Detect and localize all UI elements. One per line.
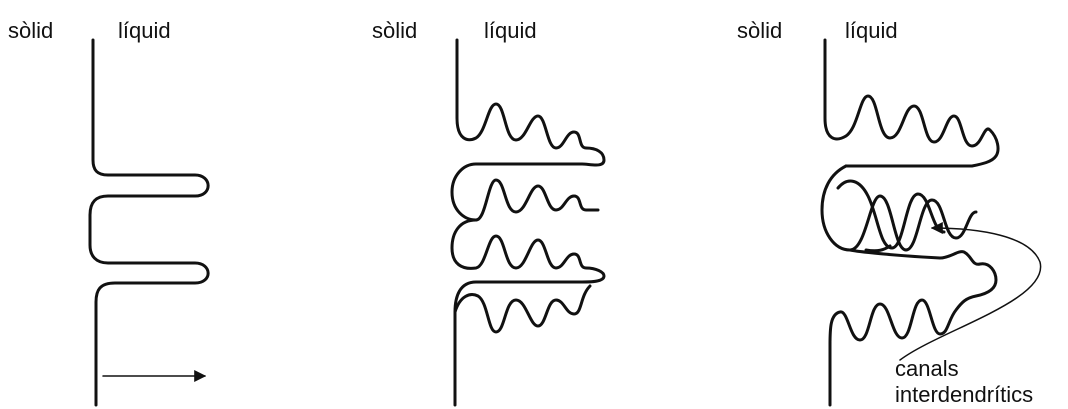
panel-2: sòlid líquid xyxy=(372,18,606,407)
panel-1-solid-label: sòlid xyxy=(8,18,53,43)
panel-2-solid-label: sòlid xyxy=(372,18,417,43)
panel-1-liquid-label: líquid xyxy=(118,18,171,43)
panel-2-dendrite-lower xyxy=(450,218,606,407)
panel-3: sòlid líquid canals interdendrítics xyxy=(737,18,1042,407)
panel-3-dendrite-upper xyxy=(823,38,1000,168)
panel-1: sòlid líquid xyxy=(8,18,210,407)
channels-label-line2: interdendrítics xyxy=(895,382,1033,407)
panel-1-interface xyxy=(88,38,210,407)
panel-3-dendrite-middle xyxy=(820,164,978,252)
panel-2-dendrite-upper xyxy=(450,38,606,222)
panel-2-dendrite-lower-arms xyxy=(453,284,592,334)
panel-3-dendrite-lower xyxy=(828,244,998,407)
panel-3-liquid-label: líquid xyxy=(845,18,898,43)
panel-3-solid-label: sòlid xyxy=(737,18,782,43)
panel-2-liquid-label: líquid xyxy=(484,18,537,43)
channel-pointer-arrow xyxy=(899,222,1042,361)
channels-label-line1: canals xyxy=(895,356,959,381)
panel-3-dendrite-middle-overlap xyxy=(836,179,946,250)
